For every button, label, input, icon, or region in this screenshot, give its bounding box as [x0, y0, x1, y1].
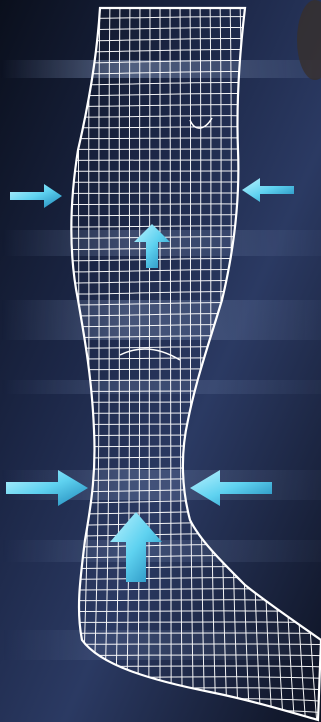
scene-svg [0, 0, 321, 722]
compression-leg-illustration [0, 0, 321, 722]
